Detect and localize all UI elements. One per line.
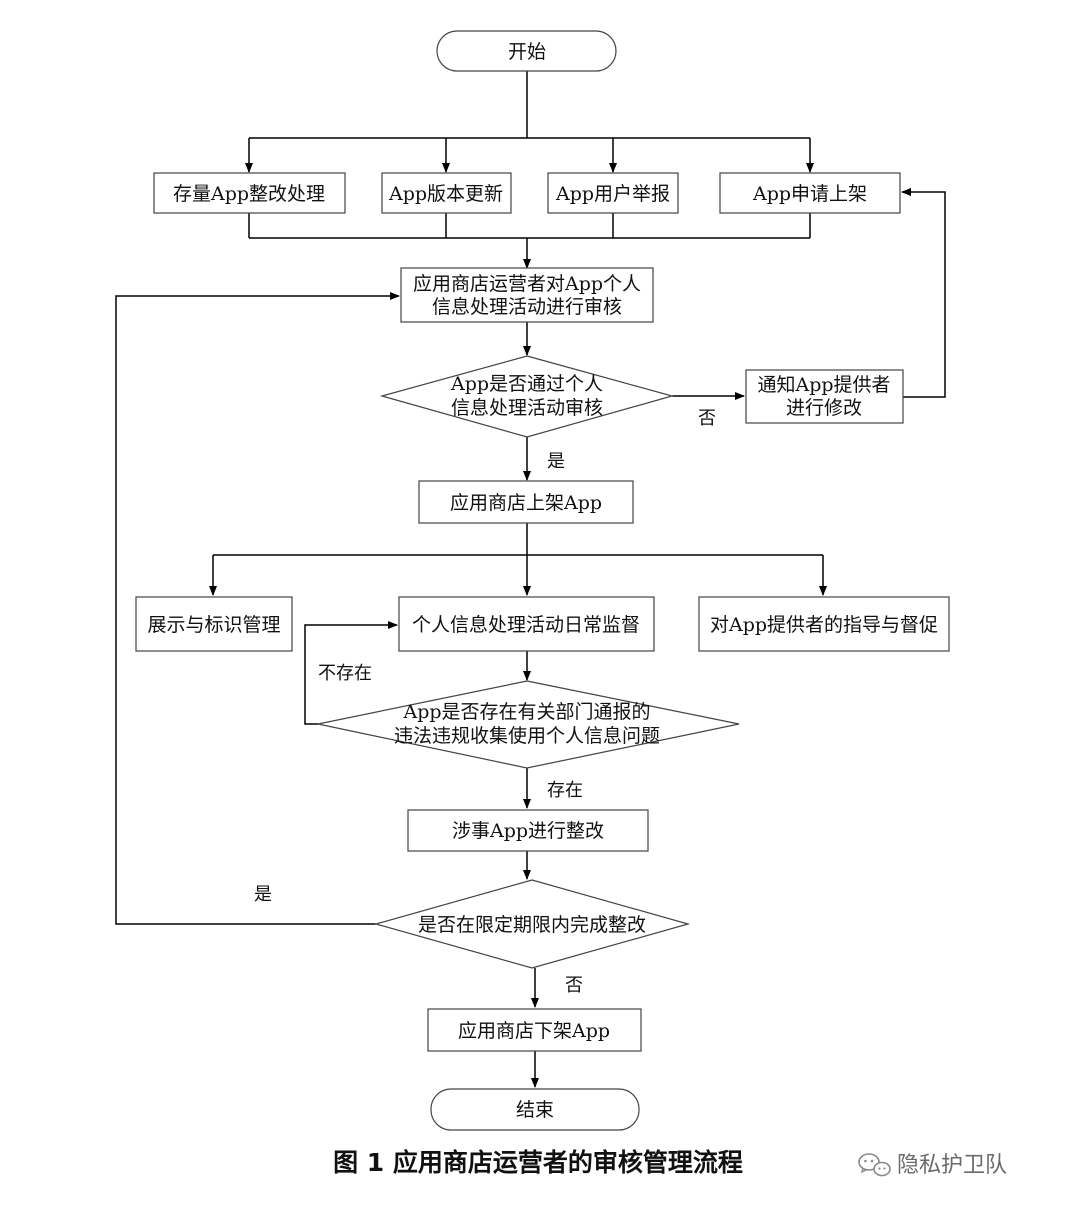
edge-d2-no-loop	[304, 621, 398, 725]
rectify-node-label: 涉事App进行整改	[452, 820, 604, 842]
decision-pass-review-line-2: 信息处理活动审核	[451, 397, 603, 419]
review-node-line-2: 信息处理活动进行审核	[432, 296, 622, 318]
start-node: 开始	[436, 30, 617, 72]
decision-deadline: 是否在限定期限内完成整改	[373, 879, 691, 969]
daily-monitor-label: 个人信息处理活动日常监督	[412, 614, 640, 636]
rectify-node: 涉事App进行整改	[407, 809, 649, 852]
delist-app-node-label: 应用商店下架App	[458, 1020, 610, 1042]
guide-provider-node: 对App提供者的指导与督促	[698, 596, 950, 652]
source-apply-listing: App申请上架	[719, 172, 901, 214]
end-node-label: 结束	[516, 1099, 554, 1121]
watermark-text: 隐私护卫队	[897, 1153, 1007, 1178]
edge-label-d2-no: 不存在	[318, 663, 372, 684]
decision-violation-line-1: App是否存在有关部门通报的	[402, 701, 650, 723]
source-user-report: App用户举报	[547, 172, 679, 214]
notify-provider-line-2: 进行修改	[786, 397, 862, 419]
source-stock-rectify: 存量App整改处理	[153, 172, 346, 214]
edge-notify-to-src4	[901, 188, 946, 398]
start-node-label: 开始	[508, 41, 546, 63]
review-node: 应用商店运营者对App个人 信息处理活动进行审核	[400, 267, 654, 323]
source-apply-listing-label: App申请上架	[752, 183, 867, 205]
source-version-update-label: App版本更新	[388, 183, 503, 205]
connectors	[115, 71, 946, 1088]
source-user-report-label: App用户举报	[555, 183, 670, 205]
display-label-mgmt-label: 展示与标识管理	[147, 614, 280, 636]
edge-label-d3-yes: 是	[254, 884, 272, 905]
figure-caption: 图 1 应用商店运营者的审核管理流程	[333, 1148, 743, 1177]
end-node: 结束	[430, 1088, 640, 1131]
notify-provider-node: 通知App提供者 进行修改	[745, 369, 904, 424]
decision-pass-review: App是否通过个人 信息处理活动审核	[379, 355, 675, 438]
display-label-mgmt-node: 展示与标识管理	[135, 596, 293, 652]
daily-monitor-node: 个人信息处理活动日常监督	[398, 596, 655, 652]
list-app-node-label: 应用商店上架App	[450, 492, 602, 514]
edge-label-d1-no: 否	[698, 408, 716, 429]
source-stock-rectify-label: 存量App整改处理	[173, 183, 325, 205]
notify-provider-line-1: 通知App提供者	[757, 374, 890, 396]
review-node-line-1: 应用商店运营者对App个人	[413, 273, 641, 295]
delist-app-node: 应用商店下架App	[427, 1008, 642, 1052]
decision-violation: App是否存在有关部门通报的 违法违规收集使用个人信息问题	[317, 680, 740, 769]
decision-deadline-label: 是否在限定期限内完成整改	[418, 914, 646, 936]
edge-label-d2-yes: 存在	[547, 780, 583, 801]
decision-violation-line-2: 违法违规收集使用个人信息问题	[394, 725, 660, 747]
list-app-node: 应用商店上架App	[418, 480, 634, 524]
edge-label-d1-yes: 是	[547, 451, 565, 472]
source-version-update: App版本更新	[381, 172, 512, 214]
decision-pass-review-line-1: App是否通过个人	[450, 373, 603, 395]
watermark	[858, 1153, 891, 1177]
edge-label-d3-no: 否	[565, 975, 583, 996]
guide-provider-label: 对App提供者的指导与督促	[710, 614, 938, 636]
wechat-icon	[858, 1153, 891, 1177]
edge-d3-yes-loop	[115, 292, 400, 925]
